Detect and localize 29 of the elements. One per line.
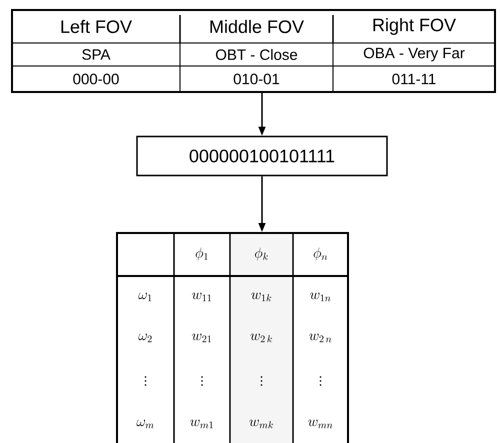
table-cell: $w_{21}$: [192, 334, 211, 342]
table-cell: $w_{m1}$: [190, 420, 213, 428]
table-cell: Right FOV: [373, 18, 456, 35]
table-cell: $w_{mk}$: [249, 420, 273, 428]
table-cell: $\vdots$: [201, 376, 203, 386]
table-cell: OBA - Very Far: [364, 48, 465, 62]
table-cell: Middle FOV: [210, 20, 304, 34]
table-cell: $\vdots$: [260, 376, 262, 386]
table-cell: OBT - Close: [216, 48, 298, 60]
table-cell: $w_{mn}$: [308, 420, 332, 428]
table-cell: $w_{2\,n}$: [309, 334, 332, 342]
table-cell: SPA: [82, 49, 110, 60]
table-cell: $\omega_{2}$: [138, 334, 152, 342]
table-cell: $\phi_{1}$: [196, 248, 208, 261]
table-cell: $\omega_{m}$: [136, 420, 154, 428]
table-cell: 011-11: [392, 74, 436, 84]
table-cell: $w_{1k}$: [251, 292, 272, 302]
table-cell: Left FOV: [61, 20, 132, 34]
table-cell: $w_{1n}$: [310, 292, 330, 302]
table-cell: $\phi_{n}$: [314, 248, 328, 261]
table-cell: $w_{11}$: [192, 292, 211, 302]
table-cell: $w_{2\,k}$: [250, 334, 272, 342]
table-cell: $\vdots$: [144, 376, 146, 386]
code-box: 000000100101111: [136, 136, 388, 176]
table-cell: $\vdots$: [320, 376, 322, 386]
table-cell: $\phi_{k}$: [255, 248, 268, 261]
table-cell: 010-01: [234, 74, 280, 84]
table-cell: $\omega_{1}$: [138, 292, 152, 302]
table-cell: 000-00: [73, 74, 119, 84]
